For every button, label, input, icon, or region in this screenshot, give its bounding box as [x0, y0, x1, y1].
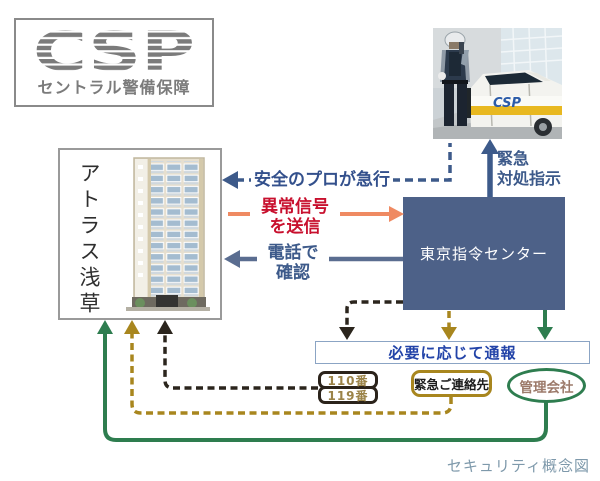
security-guard — [438, 31, 470, 126]
arrowhead-phone — [224, 250, 240, 268]
car-csp-logo-text: CSP — [493, 96, 521, 111]
arrowhead-alarm — [389, 206, 404, 222]
label-phone-confirm: 電話で 確認 — [257, 243, 329, 284]
fire-number-pill: 119番 — [318, 386, 378, 404]
management-company-oval: 管理会社 — [507, 368, 586, 403]
police-fire-numbers: 110番 119番 — [318, 371, 378, 404]
arrowhead-report-olive — [441, 327, 457, 340]
patrol-car: CSP — [463, 70, 562, 136]
line-center-to-report-black — [345, 300, 403, 328]
emergency-contact-pill: 緊急ご連絡先 — [411, 370, 492, 397]
label-emergency-instruction: 緊急 対処指示 — [497, 149, 562, 188]
report-label: 必要に応じて通報 — [388, 344, 517, 362]
command-center-box: 東京指令センター — [403, 197, 565, 310]
building-illustration — [126, 157, 210, 311]
label-dispatch: 安全のプロが急行 — [251, 170, 393, 191]
arrowhead-dispatch — [222, 171, 238, 189]
report-box: 必要に応じて通報 — [315, 341, 590, 364]
arrowhead-contact — [124, 320, 140, 334]
line-police-to-building — [163, 333, 318, 390]
arrowhead-report-black — [339, 327, 355, 340]
command-center-label: 東京指令センター — [419, 245, 548, 263]
csp-logo-icon: CSP — [33, 26, 195, 76]
car-yellow-stripe — [471, 106, 562, 115]
police-number-pill: 110番 — [318, 371, 378, 389]
building-box: アトラス浅草 — [58, 148, 222, 320]
company-name: セントラル警備保障 — [37, 78, 191, 97]
arrowhead-report-green — [537, 327, 553, 340]
label-alarm: 異常信号 を送信 — [250, 197, 340, 238]
diagram-caption: セキュリティ概念図 — [446, 457, 590, 475]
guard-patrol-car-photo: CSP — [433, 28, 562, 139]
csp-logo-box: CSP セントラル警備保障 — [14, 18, 214, 107]
csp-logo-text: CSP — [33, 26, 195, 76]
arrowhead-management — [97, 320, 113, 334]
arrowhead-police — [157, 320, 173, 334]
building-name: アトラス浅草 — [77, 162, 101, 318]
